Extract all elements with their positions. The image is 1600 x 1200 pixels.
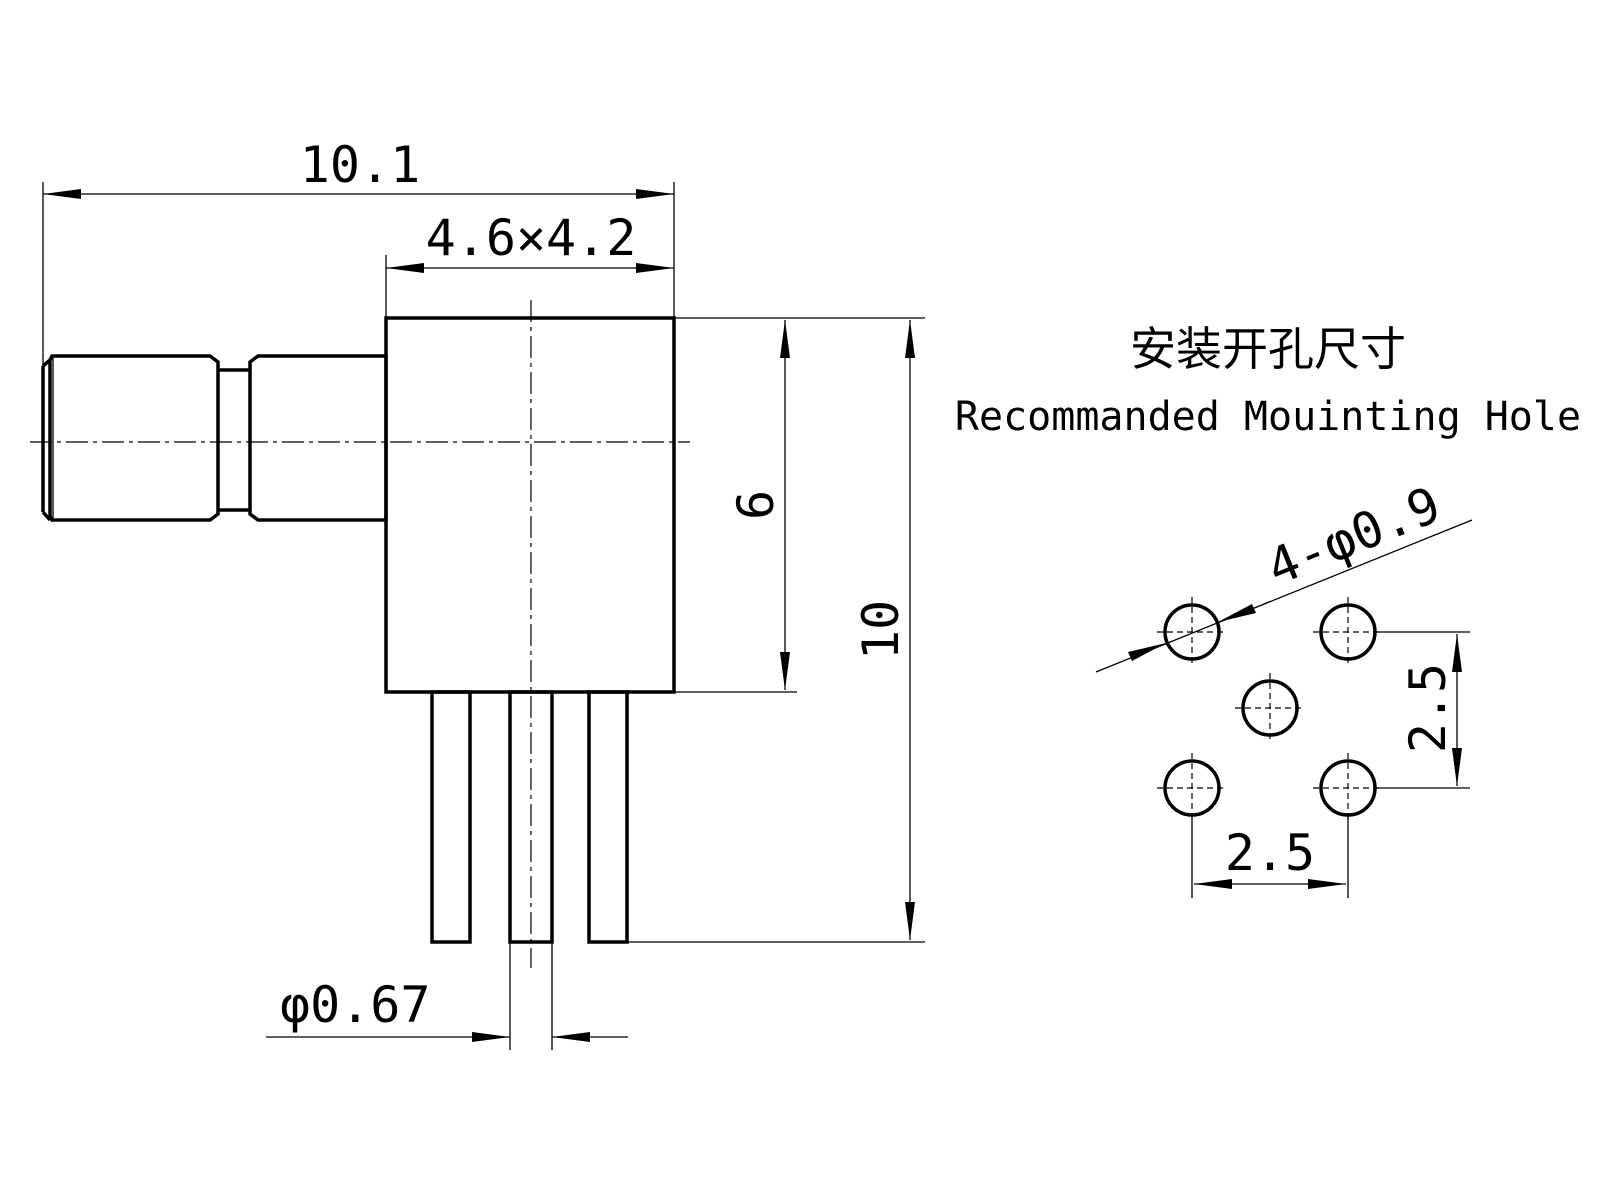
horizontal-pitch-label: 2.5: [1225, 824, 1315, 882]
mounting-hole-title: 安装开孔尺寸 Recommanded Mouinting Hole: [955, 322, 1581, 440]
connector-pins: [430, 690, 629, 944]
connector-plug: [41, 354, 388, 522]
overall-height-label: 10: [852, 600, 910, 660]
hole-diameter-label: 4-φ0.9: [1259, 476, 1448, 597]
dim-body-height: 6: [674, 317, 925, 693]
body-size-label: 4.6×4.2: [426, 209, 637, 267]
dim-overall-height: 10: [627, 320, 925, 943]
overall-length-label: 10.1: [300, 136, 420, 194]
pin-diameter-label: φ0.67: [280, 976, 431, 1034]
dim-vertical-pitch: 2.5: [1375, 631, 1470, 789]
dim-horizontal-pitch: 2.5: [1191, 815, 1349, 898]
mounting-hole-title-cn: 安装开孔尺寸: [1130, 322, 1406, 376]
dim-body-size: 4.6×4.2: [385, 209, 674, 318]
dim-hole-diameter: 4-φ0.9: [1095, 476, 1473, 673]
dim-pin-diameter: φ0.67: [266, 976, 628, 1042]
connector-side-view: [30, 300, 690, 1050]
connector-body: [384, 316, 676, 694]
vertical-pitch-label: 2.5: [1399, 663, 1457, 753]
mounting-hole-pattern: [1157, 597, 1383, 823]
mounting-hole-title-en: Recommanded Mouinting Hole: [955, 394, 1581, 440]
body-height-label: 6: [727, 490, 785, 520]
dim-overall-length: 10.1: [42, 136, 675, 366]
